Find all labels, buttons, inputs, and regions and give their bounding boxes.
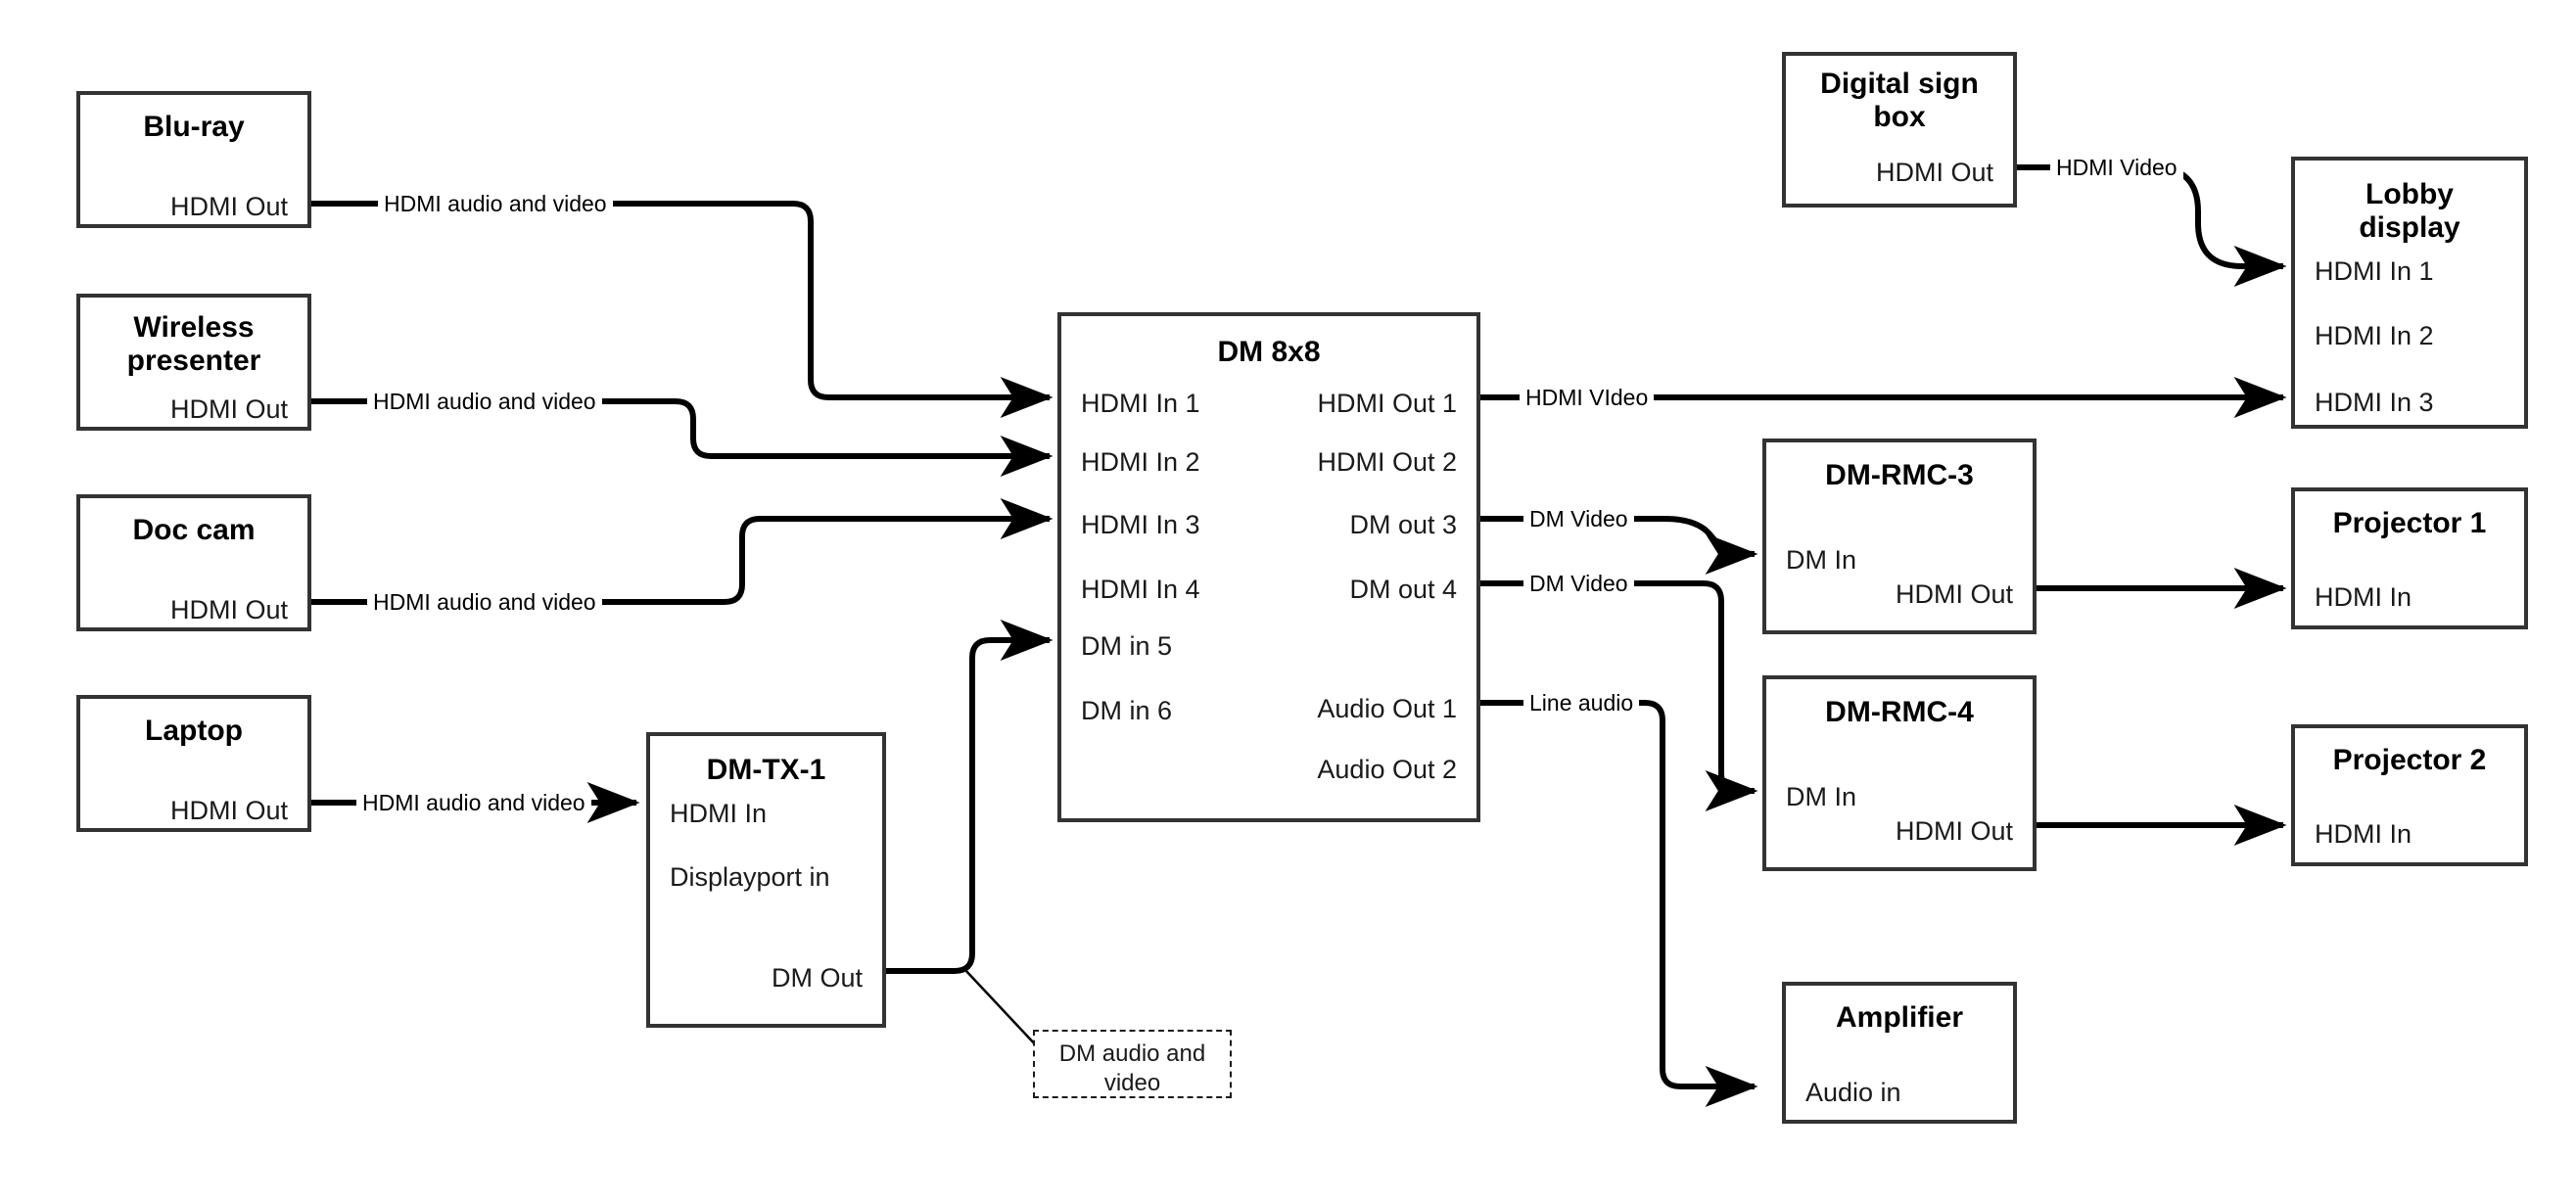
node-dm-8x8-port-hdmi-in-4[interactable]: HDMI In 4 bbox=[1081, 575, 1200, 604]
node-doc-cam-port-hdmi-out[interactable]: HDMI Out bbox=[169, 595, 288, 624]
note-dm-audio-and-video-line1: DM audio and bbox=[1058, 1040, 1206, 1067]
node-amplifier-port-audio-in[interactable]: Audio in bbox=[1805, 1078, 1901, 1107]
node-dm-tx-1[interactable]: DM-TX-1 HDMI In Displayport in DM Out bbox=[646, 732, 886, 1028]
node-lobby-display-port-hdmi-in-2[interactable]: HDMI In 2 bbox=[2315, 321, 2434, 350]
edge-label-bluray-to-dm8x8: HDMI audio and video bbox=[378, 193, 613, 215]
node-dm-rmc-3-title: DM-RMC-3 bbox=[1825, 459, 1974, 491]
edge-label-dm8x8-to-amplifier: Line audio bbox=[1523, 692, 1640, 715]
node-bluray-title: Blu-ray bbox=[143, 111, 245, 143]
node-projector-2-title: Projector 2 bbox=[2332, 744, 2487, 776]
node-bluray-port-hdmi-out[interactable]: HDMI Out bbox=[169, 192, 288, 221]
node-wireless-presenter-title-line2: presenter bbox=[126, 345, 261, 377]
node-dm-rmc-4[interactable]: DM-RMC-4 DM In HDMI Out bbox=[1762, 675, 2037, 871]
node-dm-tx-1-port-dm-out[interactable]: DM Out bbox=[771, 963, 863, 993]
node-dm-8x8-port-dm-in-6[interactable]: DM in 6 bbox=[1081, 696, 1173, 725]
node-amplifier[interactable]: Amplifier Audio in bbox=[1782, 982, 2017, 1124]
node-digital-sign-box-title-line2: box bbox=[1873, 101, 1926, 133]
node-dm-8x8-port-audio-out-2[interactable]: Audio Out 2 bbox=[1317, 755, 1457, 784]
node-amplifier-title: Amplifier bbox=[1835, 1001, 1964, 1034]
node-dm-tx-1-port-hdmi-in[interactable]: HDMI In bbox=[670, 799, 768, 828]
node-digital-sign-box-port-hdmi-out[interactable]: HDMI Out bbox=[1875, 158, 1993, 187]
node-laptop[interactable]: Laptop HDMI Out bbox=[76, 695, 311, 832]
node-dm-8x8[interactable]: DM 8x8 HDMI In 1 HDMI In 2 HDMI In 3 HDM… bbox=[1057, 312, 1480, 822]
node-digital-sign-box[interactable]: Digital sign box HDMI Out bbox=[1782, 52, 2017, 208]
node-doc-cam-title: Doc cam bbox=[132, 514, 256, 546]
node-dm-rmc-3-port-hdmi-out[interactable]: HDMI Out bbox=[1895, 579, 2013, 609]
node-dm-8x8-port-hdmi-in-2[interactable]: HDMI In 2 bbox=[1081, 447, 1200, 477]
node-lobby-display-title-line2: display bbox=[2359, 211, 2460, 244]
node-dm-rmc-3[interactable]: DM-RMC-3 DM In HDMI Out bbox=[1762, 439, 2037, 634]
node-lobby-display-title-line1: Lobby bbox=[2365, 178, 2454, 210]
edge-label-dm8x8-to-dmrmc3: DM Video bbox=[1523, 508, 1634, 531]
node-dm-8x8-title: DM 8x8 bbox=[1217, 336, 1321, 368]
node-laptop-title: Laptop bbox=[145, 715, 243, 747]
node-dm-8x8-port-dm-out-3[interactable]: DM out 3 bbox=[1349, 510, 1457, 539]
node-laptop-port-hdmi-out[interactable]: HDMI Out bbox=[169, 796, 288, 825]
edge-label-wireless-to-dm8x8: HDMI audio and video bbox=[367, 391, 602, 413]
node-dm-8x8-port-hdmi-out-2[interactable]: HDMI Out 2 bbox=[1317, 447, 1457, 477]
node-projector-1-title: Projector 1 bbox=[2332, 507, 2487, 539]
node-dm-8x8-port-hdmi-in-1[interactable]: HDMI In 1 bbox=[1081, 389, 1200, 418]
note-dm-audio-and-video: DM audio and video bbox=[1033, 1030, 1232, 1098]
edge-label-doccam-to-dm8x8: HDMI audio and video bbox=[367, 591, 602, 614]
node-projector-1-port-hdmi-in[interactable]: HDMI In bbox=[2315, 582, 2412, 612]
node-dm-rmc-4-title: DM-RMC-4 bbox=[1825, 696, 1974, 728]
node-wireless-presenter[interactable]: Wireless presenter HDMI Out bbox=[76, 294, 311, 431]
edge-label-dm8x8-to-dmrmc4: DM Video bbox=[1523, 573, 1634, 595]
node-lobby-display-port-hdmi-in-1[interactable]: HDMI In 1 bbox=[2315, 256, 2434, 286]
node-bluray[interactable]: Blu-ray HDMI Out bbox=[76, 91, 311, 228]
node-dm-rmc-4-port-dm-in[interactable]: DM In bbox=[1786, 782, 1857, 811]
node-doc-cam[interactable]: Doc cam HDMI Out bbox=[76, 494, 311, 631]
node-dm-8x8-port-audio-out-1[interactable]: Audio Out 1 bbox=[1317, 694, 1457, 723]
node-wireless-presenter-port-hdmi-out[interactable]: HDMI Out bbox=[169, 394, 288, 424]
node-dm-tx-1-port-displayport-in[interactable]: Displayport in bbox=[670, 862, 830, 892]
node-projector-2[interactable]: Projector 2 HDMI In bbox=[2291, 724, 2528, 866]
node-digital-sign-box-title-line1: Digital sign bbox=[1820, 68, 1979, 100]
node-lobby-display-port-hdmi-in-3[interactable]: HDMI In 3 bbox=[2315, 388, 2434, 417]
node-dm-8x8-port-dm-in-5[interactable]: DM in 5 bbox=[1081, 631, 1173, 661]
node-dm-8x8-port-dm-out-4[interactable]: DM out 4 bbox=[1349, 575, 1457, 604]
node-projector-1[interactable]: Projector 1 HDMI In bbox=[2291, 487, 2528, 629]
node-wireless-presenter-title-line1: Wireless bbox=[133, 311, 255, 344]
node-dm-rmc-4-port-hdmi-out[interactable]: HDMI Out bbox=[1895, 816, 2013, 846]
node-lobby-display[interactable]: Lobby display HDMI In 1 HDMI In 2 HDMI I… bbox=[2291, 157, 2528, 429]
edge-label-sign-to-lobby: HDMI Video bbox=[2050, 157, 2183, 179]
node-projector-2-port-hdmi-in[interactable]: HDMI In bbox=[2315, 819, 2412, 849]
node-dm-8x8-port-hdmi-out-1[interactable]: HDMI Out 1 bbox=[1317, 389, 1457, 418]
edge-label-dm8x8-to-lobby: HDMI VIdeo bbox=[1520, 387, 1655, 409]
edge-label-laptop-to-dmtx1: HDMI audio and video bbox=[356, 792, 591, 814]
node-dm-tx-1-title: DM-TX-1 bbox=[706, 754, 826, 786]
node-dm-8x8-port-hdmi-in-3[interactable]: HDMI In 3 bbox=[1081, 510, 1200, 539]
node-dm-rmc-3-port-dm-in[interactable]: DM In bbox=[1786, 545, 1857, 575]
note-dm-audio-and-video-line2: video bbox=[1103, 1070, 1161, 1096]
